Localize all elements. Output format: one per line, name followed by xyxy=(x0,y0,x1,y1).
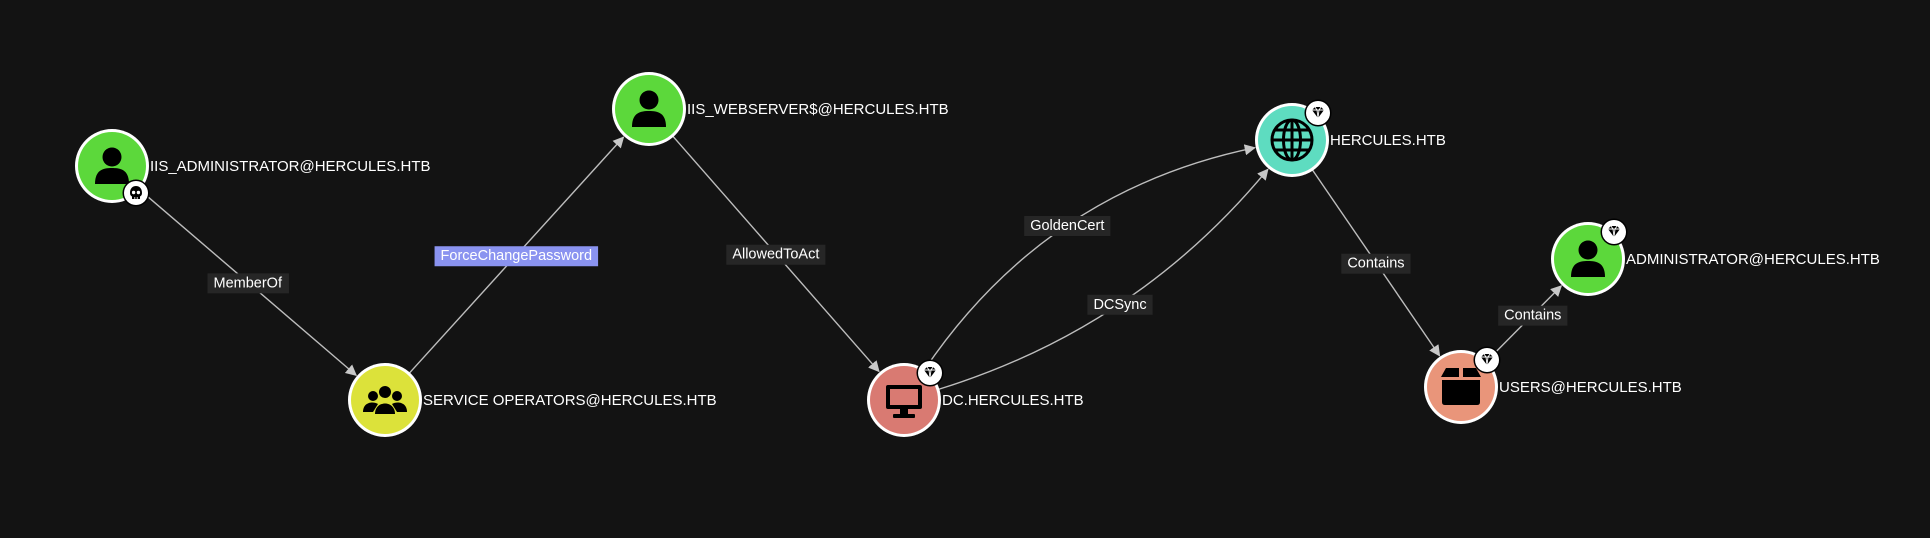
edge-label-dcsync[interactable]: DCSync xyxy=(1087,294,1153,315)
edge-label-background xyxy=(1498,305,1568,326)
box-icon xyxy=(1441,368,1481,405)
gem-icon xyxy=(1481,353,1493,366)
node-label: SERVICE OPERATORS@HERCULES.HTB xyxy=(423,392,717,409)
node-label: HERCULES.HTB xyxy=(1330,132,1446,149)
node-domain[interactable]: HERCULES.HTB xyxy=(1255,99,1446,178)
node-circle xyxy=(351,366,419,434)
edge-labels-layer: MemberOf ForceChangePassword AllowedToAct G… xyxy=(207,216,1568,326)
edge-goldencert-line[interactable] xyxy=(923,144,1256,371)
edge-label-text: GoldenCert xyxy=(1030,218,1104,234)
gem-icon xyxy=(1312,106,1324,119)
badge-gem-icon xyxy=(1600,218,1628,246)
edge-label-allowedtoact[interactable]: AllowedToAct xyxy=(726,244,826,265)
edge-label-contains-admin[interactable]: Contains xyxy=(1498,305,1568,326)
badge-gem-icon xyxy=(916,359,944,387)
edge-label-text: Contains xyxy=(1504,308,1561,324)
edge-label-text: Contains xyxy=(1347,256,1404,272)
node-label: DC.HERCULES.HTB xyxy=(942,392,1084,409)
edge-label-background xyxy=(434,246,599,267)
globe-icon xyxy=(1270,118,1314,162)
edge-label-background xyxy=(1087,294,1153,315)
node-label: USERS@HERCULES.HTB xyxy=(1499,379,1682,396)
skull-icon xyxy=(130,186,142,199)
node-label: ADMINISTRATOR@HERCULES.HTB xyxy=(1626,251,1880,268)
person-icon xyxy=(1571,240,1605,277)
node-users[interactable]: USERS@HERCULES.HTB xyxy=(1424,346,1682,425)
gem-icon xyxy=(1608,225,1620,238)
node-label: IIS_WEBSERVER$@HERCULES.HTB xyxy=(687,101,949,118)
edge-label-memberof[interactable]: MemberOf xyxy=(207,273,289,294)
node-dc[interactable]: DC.HERCULES.HTB xyxy=(867,359,1084,438)
nodes-layer: IIS_ADMINISTRATOR@HERCULES.HTB SERVICE OP… xyxy=(75,72,1880,437)
node-svc_ops[interactable]: SERVICE OPERATORS@HERCULES.HTB xyxy=(348,363,717,437)
edge-label-text: DCSync xyxy=(1093,297,1146,313)
edge-label-text: MemberOf xyxy=(213,275,282,291)
edge-label-goldencert[interactable]: GoldenCert xyxy=(1024,216,1111,237)
node-label: IIS_ADMINISTRATOR@HERCULES.HTB xyxy=(150,158,431,175)
badge-gem-icon xyxy=(1473,346,1501,374)
node-admin[interactable]: ADMINISTRATOR@HERCULES.HTB xyxy=(1551,218,1880,297)
computer-icon xyxy=(886,385,922,418)
edge-label-text: ForceChangePassword xyxy=(441,248,593,264)
node-iis_web[interactable]: IIS_WEBSERVER$@HERCULES.HTB xyxy=(612,72,949,146)
badge-skull-icon xyxy=(122,179,150,207)
edge-label-background xyxy=(1341,253,1411,274)
edge-label-contains-users[interactable]: Contains xyxy=(1341,253,1411,274)
edge-label-text: AllowedToAct xyxy=(732,247,819,263)
group-icon xyxy=(363,386,407,414)
node-iis_admin[interactable]: IIS_ADMINISTRATOR@HERCULES.HTB xyxy=(75,129,431,207)
gem-icon xyxy=(924,366,936,379)
edge-label-background xyxy=(1024,216,1111,237)
edge-label-background xyxy=(207,273,289,294)
edge-label-forcechangepassword[interactable]: ForceChangePassword xyxy=(434,246,599,267)
edge-label-background xyxy=(726,244,826,265)
person-icon xyxy=(95,147,129,184)
person-icon xyxy=(632,90,666,127)
badge-gem-icon xyxy=(1304,99,1332,127)
